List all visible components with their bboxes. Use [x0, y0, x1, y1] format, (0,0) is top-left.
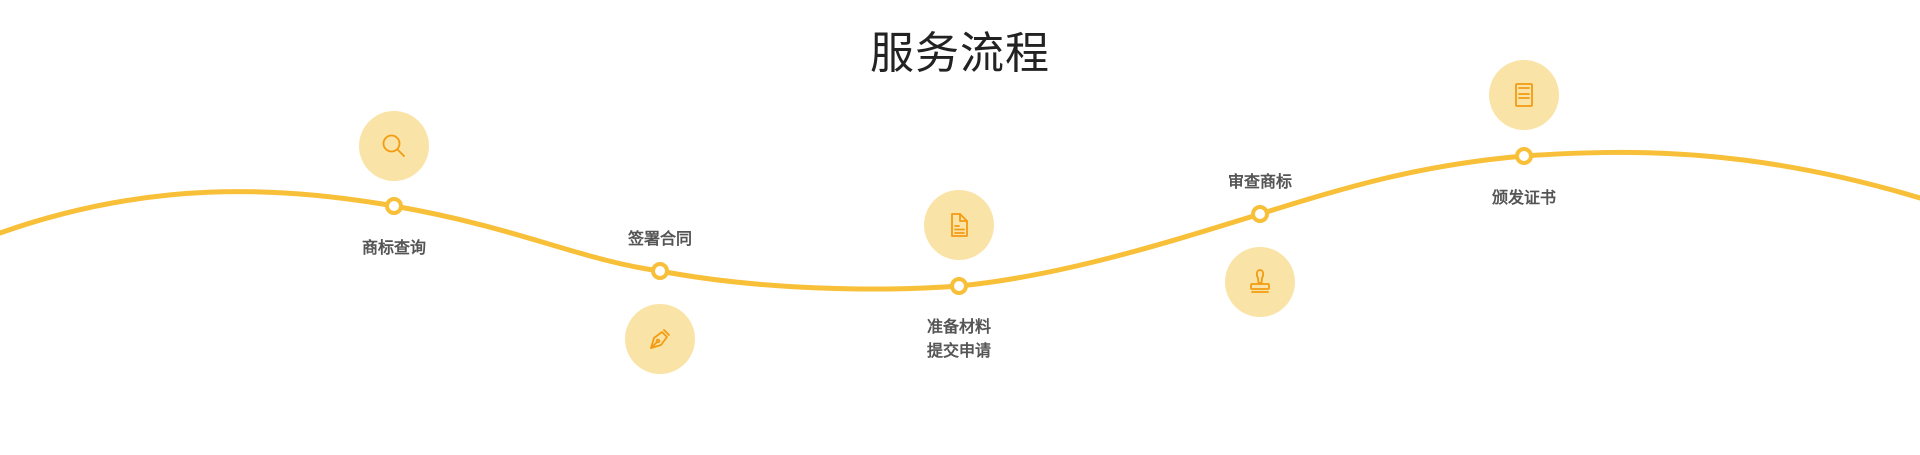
step-icon-circle	[924, 190, 994, 260]
step-icon-circle	[359, 111, 429, 181]
step-dot-3	[950, 277, 968, 295]
document-icon	[951, 213, 968, 237]
step-label: 商标查询	[361, 238, 426, 257]
step-dot-5	[1515, 147, 1533, 165]
step-dot-2	[651, 262, 669, 280]
step-label: 审查商标	[1227, 172, 1292, 191]
step-icon-circle	[625, 304, 695, 374]
step-label: 签署合同	[627, 229, 692, 248]
certificate-icon	[1515, 83, 1533, 107]
search-icon	[382, 134, 405, 157]
step-icon-circle	[1225, 247, 1295, 317]
step-label: 准备材料 提交申请	[926, 317, 991, 360]
pen-icon	[650, 329, 670, 349]
step-icon-circle	[1489, 60, 1559, 130]
step-dot-4	[1251, 205, 1269, 223]
stamp-icon	[1250, 269, 1270, 293]
step-dot-1	[385, 197, 403, 215]
page-title: 服务流程	[870, 28, 1050, 79]
step-label: 颁发证书	[1491, 188, 1556, 207]
